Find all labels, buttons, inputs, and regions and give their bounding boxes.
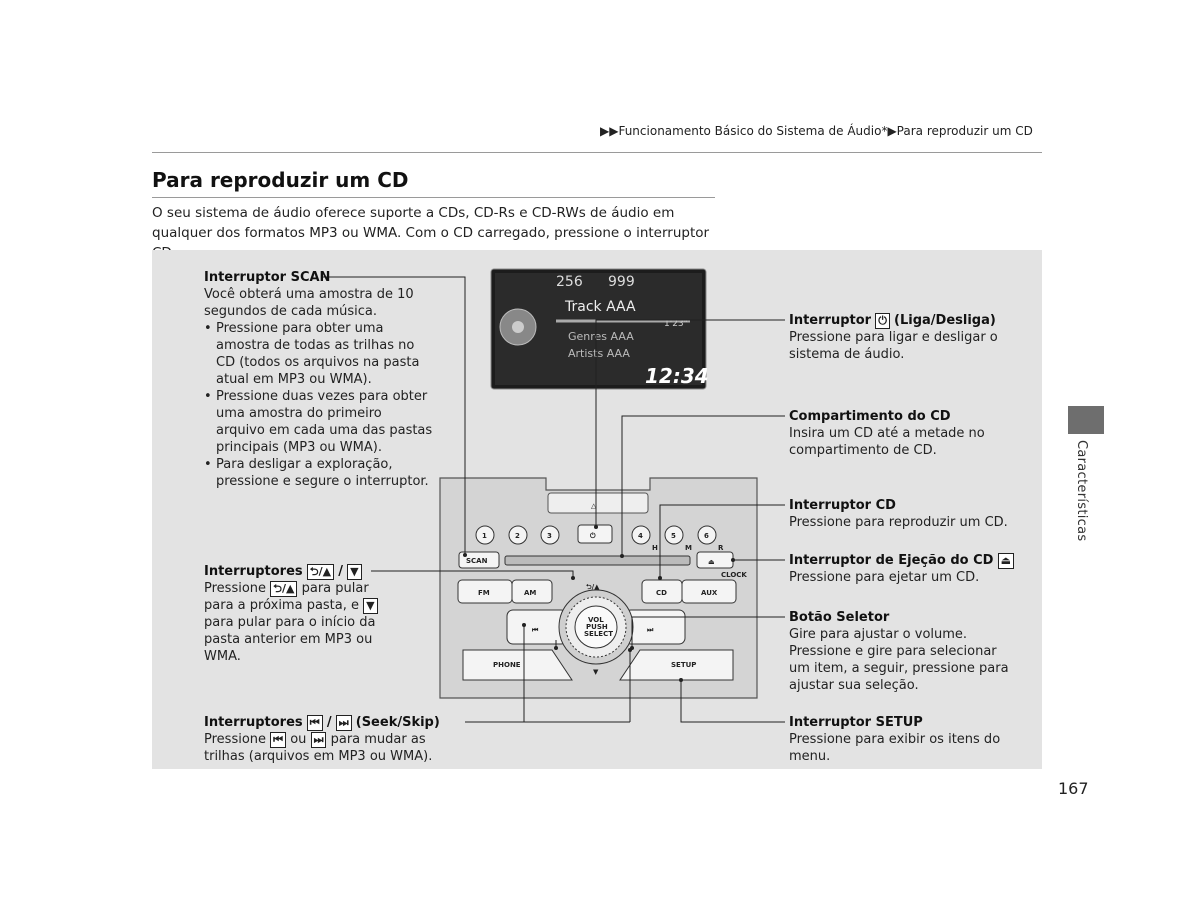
svg-text:R: R bbox=[718, 544, 724, 552]
page-number: 167 bbox=[1058, 779, 1089, 798]
svg-text:AUX: AUX bbox=[701, 589, 718, 597]
svg-text:PUSH: PUSH bbox=[586, 623, 608, 631]
svg-text:4: 4 bbox=[638, 532, 643, 540]
svg-text:M: M bbox=[685, 544, 692, 552]
title-rule bbox=[152, 197, 715, 198]
callout-setup: Interruptor SETUP Pressione para exibir … bbox=[789, 715, 1001, 764]
genre-text: Genres AAA bbox=[568, 330, 634, 343]
folder-down-icon: ▼ bbox=[347, 563, 362, 580]
callout-cd: Interruptor CD Pressione para reproduzir… bbox=[789, 498, 1008, 530]
svg-text:5: 5 bbox=[671, 532, 676, 540]
display-clock: 12:34 bbox=[645, 364, 709, 388]
svg-text:⏏: ⏏ bbox=[708, 558, 715, 566]
svg-text:SELECT: SELECT bbox=[584, 630, 613, 638]
callout-seek: Interruptores ⏮ / ⏭ (Seek/Skip) Pression… bbox=[204, 714, 440, 764]
svg-text:PHONE: PHONE bbox=[493, 661, 521, 669]
svg-text:VOL: VOL bbox=[588, 616, 604, 624]
hazard-icon: △ bbox=[591, 502, 597, 510]
svg-text:⏮: ⏮ bbox=[532, 626, 539, 634]
folder-up-icon: ⮌/▲ bbox=[306, 563, 335, 580]
track-name: Track AAA bbox=[564, 299, 636, 315]
callout-scan: Interruptor SCAN Você obterá uma amostra… bbox=[204, 269, 434, 490]
folder-down-icon: ▼ bbox=[363, 597, 378, 614]
eject-icon: ⏏ bbox=[997, 552, 1014, 569]
section-tab bbox=[1068, 406, 1104, 434]
svg-text:⮌/▲: ⮌/▲ bbox=[586, 583, 600, 591]
svg-text:AM: AM bbox=[524, 589, 536, 597]
folder-up-icon: ⮌/▲ bbox=[270, 580, 298, 597]
svg-text:3: 3 bbox=[547, 532, 552, 540]
artist-text: Artists AAA bbox=[568, 347, 630, 360]
breadcrumb: ▶▶Funcionamento Básico do Sistema de Áud… bbox=[600, 124, 1033, 138]
track-count: 999 bbox=[608, 274, 635, 290]
svg-text:6: 6 bbox=[704, 532, 709, 540]
eject-button bbox=[696, 551, 734, 569]
callout-selector: Botão Seletor Gire para ajustar o volume… bbox=[789, 610, 1009, 693]
track-time: 1'23" bbox=[664, 319, 688, 329]
svg-text:H: H bbox=[652, 544, 658, 552]
seek-back-icon: ⏮ bbox=[306, 714, 323, 731]
leader-dots bbox=[463, 525, 735, 682]
svg-text:2: 2 bbox=[515, 532, 520, 540]
section-label: Características bbox=[1074, 440, 1089, 542]
svg-text:⏭: ⏭ bbox=[647, 626, 654, 634]
svg-text:CD: CD bbox=[656, 589, 667, 597]
seek-forward-icon: ⏭ bbox=[335, 714, 352, 731]
svg-text:FM: FM bbox=[478, 589, 490, 597]
aux-button bbox=[681, 579, 737, 604]
leader-lines bbox=[322, 276, 785, 723]
phone-button bbox=[462, 649, 573, 681]
scan-button bbox=[458, 551, 500, 569]
seek-back-icon: ⏮ bbox=[270, 731, 287, 748]
callout-slot: Compartimento do CD Insira um CD até a m… bbox=[789, 409, 985, 458]
svg-text:⏻: ⏻ bbox=[590, 532, 596, 540]
callout-power: Interruptor ⏻ (Liga/Desliga) Pressione p… bbox=[789, 312, 998, 362]
cd-slot bbox=[504, 555, 691, 566]
header-rule bbox=[152, 152, 1042, 153]
setup-button bbox=[619, 649, 734, 681]
am-button bbox=[511, 579, 553, 604]
seek-forward-button bbox=[624, 609, 686, 645]
preset-buttons: 1 2 3 4 5 6 H M R bbox=[475, 525, 724, 552]
seek-forward-icon: ⏭ bbox=[310, 731, 327, 748]
svg-text:SETUP: SETUP bbox=[671, 661, 696, 669]
page-title: Para reproduzir um CD bbox=[152, 168, 409, 192]
svg-text:CLOCK: CLOCK bbox=[721, 571, 747, 579]
display-screen: 256 999 Track AAA 1'23" Genres AAA Artis… bbox=[490, 268, 709, 390]
power-button bbox=[577, 524, 613, 544]
power-icon: ⏻ bbox=[875, 312, 890, 329]
svg-text:SCAN: SCAN bbox=[466, 557, 488, 565]
folder-count: 256 bbox=[556, 274, 583, 290]
head-unit: △ 1 2 3 4 5 6 H M R ⏻ SCAN ⏏ CLOCK bbox=[439, 477, 758, 699]
svg-text:1: 1 bbox=[482, 532, 487, 540]
svg-text:▼: ▼ bbox=[593, 668, 599, 676]
callout-folder: Interruptores ⮌/▲ / ▼ Pressione ⮌/▲ para… bbox=[204, 563, 379, 665]
callout-eject: Interruptor de Ejeção do CD ⏏ Pressione … bbox=[789, 552, 1029, 586]
